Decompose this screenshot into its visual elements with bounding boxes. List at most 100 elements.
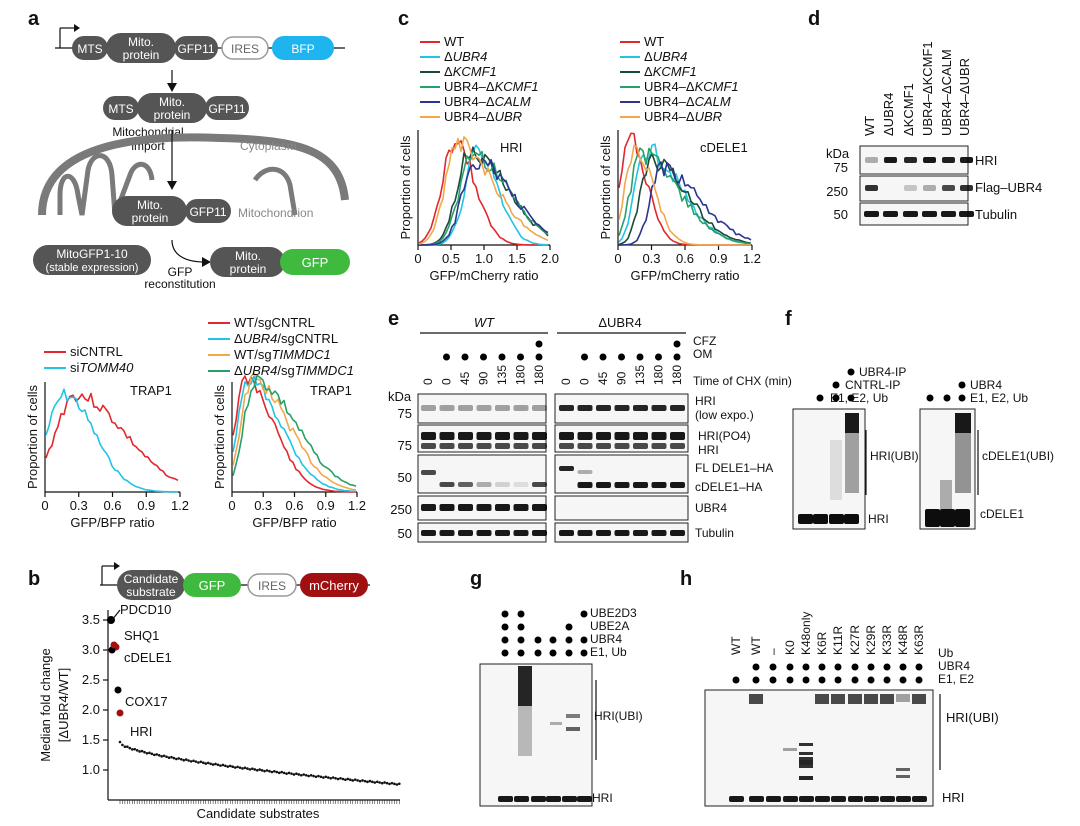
e-hri-low: [421, 405, 436, 411]
a2-legend: WT/sgTIMMDC1: [234, 347, 331, 362]
b-point: [344, 778, 347, 782]
e-marker: 50: [398, 526, 412, 541]
a1-label: TRAP1: [130, 383, 172, 398]
b-point: [270, 770, 274, 774]
g-dot: [501, 636, 509, 644]
mcherry-box: [300, 573, 368, 597]
b-point: [226, 765, 230, 768]
d-marker: 75: [834, 160, 848, 175]
e-marker: 75: [398, 406, 412, 421]
e-hri-po4: [559, 432, 574, 440]
e-tubulin: [476, 530, 492, 536]
b-point: [331, 776, 335, 779]
b-ylabel-2: [ΔUBR4/WT]: [56, 668, 71, 742]
b-point: [143, 750, 146, 754]
panel-label-b: b: [28, 568, 40, 590]
g-dot: [517, 610, 525, 618]
g-dot: [580, 649, 588, 657]
b-ires-label: IRES: [258, 579, 286, 593]
bfp-box: [272, 36, 334, 60]
mitochondrion-label: Mitochondrion: [238, 206, 313, 220]
e-ubr4: [513, 504, 529, 511]
d-lane-label: ΔUBR4: [881, 93, 896, 136]
b-point: [314, 775, 318, 779]
h-lane-label: –: [766, 648, 780, 655]
text-part: UBR4: [243, 363, 278, 378]
d-band-hri: [904, 157, 917, 163]
g-label-hri-ubi: HRI(UBI): [594, 709, 643, 723]
c1-legend: WT: [444, 34, 464, 49]
h-dot: [867, 676, 875, 684]
c2-tick-label: 0.3: [642, 251, 660, 266]
e-om-dot: [535, 353, 543, 361]
b-point: [197, 761, 200, 764]
h-dot: [802, 663, 810, 671]
text-part: Δ: [444, 64, 453, 79]
d-band-tubulin: [941, 211, 956, 217]
c1-ylabel: Proportion of cells: [398, 135, 413, 240]
e-tubulin: [559, 530, 574, 536]
e-ubr4: [495, 504, 510, 511]
h-hri: [815, 796, 830, 802]
h-lane-label: K63R: [912, 625, 926, 655]
h-hri-ubi: [815, 694, 829, 704]
b-point: [304, 773, 308, 777]
b-point: [268, 769, 271, 773]
c1-curve: [418, 150, 549, 246]
a2-tick-label: 0.3: [254, 498, 272, 513]
b-point: [346, 777, 350, 781]
e-hri: [532, 443, 547, 449]
b-point: [123, 745, 127, 748]
e-om-dot: [498, 353, 506, 361]
c2-curve: [618, 152, 752, 246]
mcherry-label: mCherry: [309, 578, 359, 593]
b-ires-box: [247, 573, 297, 597]
e-band-fldele1: FL DELE1–HA: [695, 461, 773, 475]
text-part: Δ: [234, 331, 243, 346]
b-point: [126, 745, 129, 749]
h-dot: [851, 676, 859, 684]
b-point: [280, 770, 284, 774]
e-om-dot: [636, 353, 644, 361]
f-dot: [958, 394, 966, 402]
b-point: [385, 781, 389, 785]
e-cdele1: [596, 482, 611, 488]
h-dot: [834, 676, 842, 684]
e-om-dot: [618, 353, 625, 361]
b-point: [361, 779, 364, 782]
g-hri-ubi-smear: [518, 706, 532, 756]
d-band-hri: [865, 157, 878, 163]
b-point: [307, 774, 310, 778]
h-k48only-band: [799, 765, 813, 768]
b-point: [233, 766, 237, 769]
b-point: [319, 775, 323, 779]
h-hri: [864, 796, 879, 802]
d-band-ubr4: [923, 185, 936, 191]
h-k0: [783, 748, 797, 751]
e-hri-low: [476, 405, 492, 411]
h-dot: [899, 663, 907, 671]
e-marker: 50: [398, 470, 412, 485]
c1-tick-label: 1.5: [508, 251, 526, 266]
h-dot: [786, 676, 794, 684]
d-band-ubr4: [960, 185, 973, 191]
c2-xlabel: GFP/mCherry ratio: [630, 268, 739, 283]
d-lane-label: ΔKCMF1: [901, 83, 916, 136]
h-lane-label: K6R: [815, 631, 829, 655]
h-k48only-2: [799, 776, 813, 780]
e-om-dot: [461, 353, 469, 361]
e-tubulin: [513, 530, 529, 536]
e-hri-po4: [513, 432, 529, 440]
h-row-ubr4: UBR4: [938, 659, 970, 673]
b-point: [380, 781, 384, 785]
b-ytick-label: 2.0: [82, 702, 100, 717]
e-hri-low: [651, 405, 667, 411]
a2-legend: ΔUBR4/sgTIMMDC1: [234, 363, 354, 378]
h-lane-label: K33R: [880, 625, 894, 655]
h-row-ub: Ub: [938, 646, 954, 660]
g-row-ubr4: UBR4: [590, 632, 622, 646]
mito-protein-box-3: [112, 196, 187, 226]
b-point: [388, 782, 391, 786]
f-cdele1: [955, 509, 970, 527]
f-hri: [829, 514, 844, 524]
